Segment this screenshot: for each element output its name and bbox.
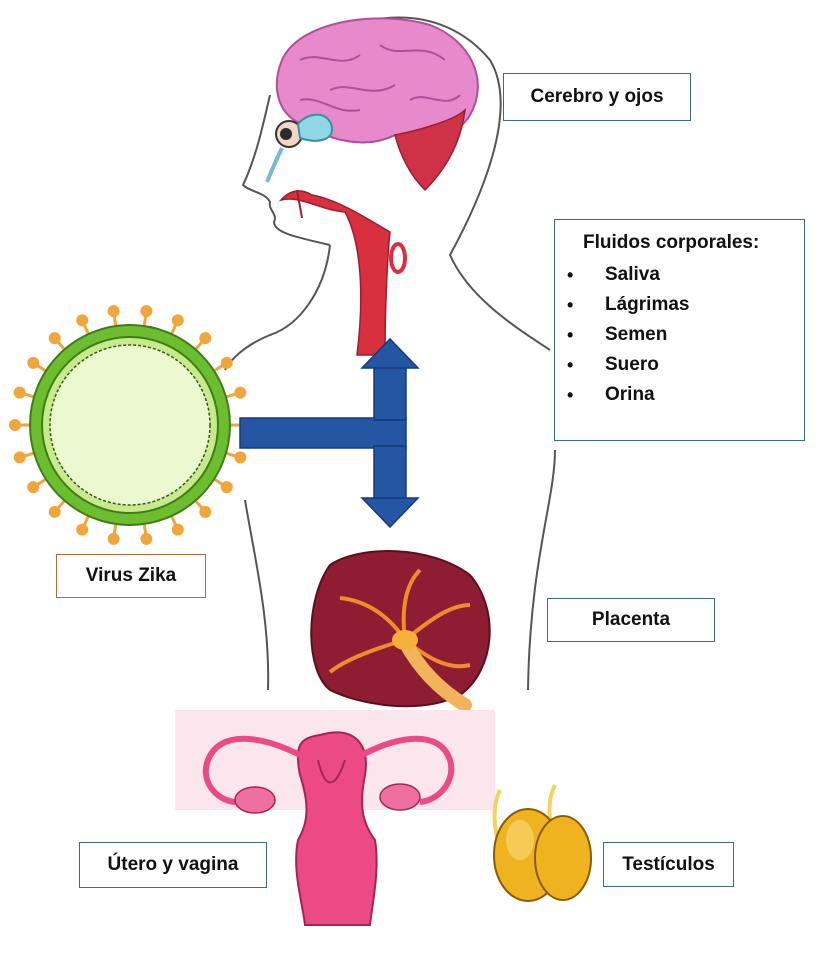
arrow-connector [239, 359, 407, 501]
arrow-up-icon [360, 337, 420, 369]
fluidos-title: Fluidos corporales: [583, 232, 760, 253]
fluid-item-label: Lágrimas [605, 294, 690, 315]
label-cerebro-y-ojos: Cerebro y ojos [503, 73, 691, 121]
label-utero-y-vagina: Útero y vagina [79, 842, 267, 888]
testis-icon [492, 784, 592, 902]
label-virus-zika: Virus Zika [56, 554, 206, 598]
bullet-icon: • [567, 385, 574, 405]
virus-spike-tip [234, 386, 247, 399]
virus-spike-tip [107, 532, 120, 545]
virus-spike-tip [220, 356, 233, 369]
bullet-icon: • [567, 295, 574, 315]
fluid-item-label: Saliva [605, 264, 660, 285]
fluid-item: • Semen [563, 320, 689, 350]
fluidos-corporales-box: Fluidos corporales: • Saliva • Lágrimas • S… [554, 219, 805, 441]
virus-spike-tip [76, 523, 89, 536]
virus-spike-tip [48, 505, 61, 518]
virus-spike-tip [13, 386, 26, 399]
virus-spike-tip [171, 314, 184, 327]
fluid-item: • Orina [563, 380, 689, 410]
fluidos-list: • Saliva • Lágrimas • Semen • Suero • Orina [563, 260, 689, 410]
virus-spike-tip [140, 532, 153, 545]
virus-spike-tip [107, 305, 120, 318]
bullet-icon: • [567, 355, 574, 375]
virus-spikes [9, 305, 251, 545]
fluid-item-label: Semen [605, 324, 668, 345]
zika-virus-icon [9, 305, 251, 545]
label-placenta-text: Placenta [591, 609, 671, 630]
label-cerebro-text: Cerebro y ojos [530, 86, 664, 107]
virus-spike-tip [234, 451, 247, 464]
virus-spike-tip [13, 451, 26, 464]
label-testiculos-text: Testículos [622, 853, 715, 875]
label-utero-text: Útero y vagina [107, 854, 239, 875]
throat-icon [278, 189, 407, 356]
eye-icon [265, 113, 333, 183]
virus-spike-tip [48, 332, 61, 345]
virus-spike-tip [76, 314, 89, 327]
virus-spike-tip [220, 481, 233, 494]
virus-spike-tip [171, 523, 184, 536]
label-testiculos: Testículos [603, 842, 734, 887]
label-placenta: Placenta [547, 598, 715, 642]
virus-spike-tip [27, 356, 40, 369]
fluid-item-label: Orina [605, 384, 655, 405]
bullet-icon: • [567, 325, 574, 345]
bullet-icon: • [567, 265, 574, 285]
virus-spike-tip [27, 481, 40, 494]
fluid-item: • Lágrimas [563, 290, 689, 320]
label-virus-text: Virus Zika [85, 565, 177, 586]
virus-spike-tip [199, 332, 212, 345]
fluid-item: • Saliva [563, 260, 689, 290]
fluid-item: • Suero [563, 350, 689, 380]
fluid-item-label: Suero [605, 354, 659, 375]
placenta-icon [310, 550, 491, 712]
arrow-down-icon [360, 497, 420, 529]
virus-spike-tip [140, 305, 153, 318]
uterus-icon [175, 710, 495, 926]
virus-spike-tip [199, 505, 212, 518]
brain-icon [275, 17, 479, 192]
virus-spike-tip [9, 419, 21, 431]
